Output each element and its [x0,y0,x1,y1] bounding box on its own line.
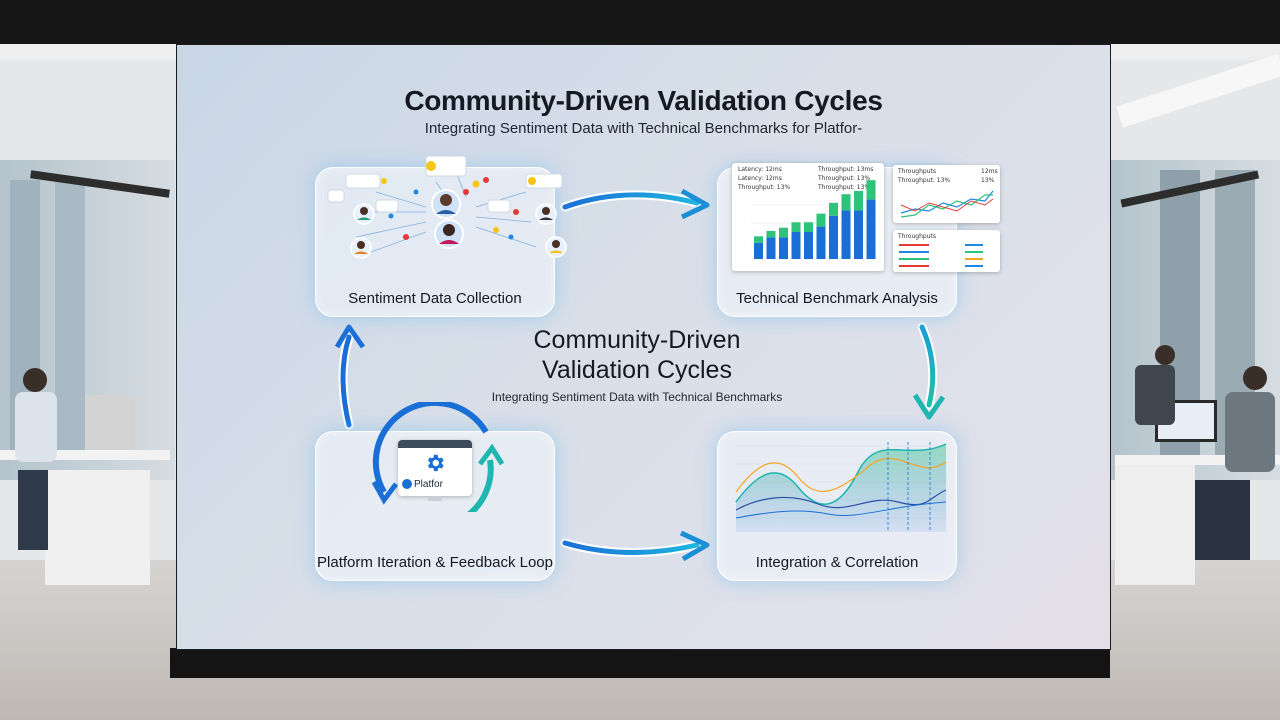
gear-icon [427,454,444,472]
bar-blue [804,232,813,259]
platform-stand [428,496,442,501]
bar-green [779,227,788,238]
benchmark-legend-rows [899,244,983,267]
benchmark-bar-panel: Latency: 12ms Latency: 12ms Throughput: … [732,163,884,271]
bar-blue [779,237,788,259]
bar-green [754,236,763,243]
arrow-right-icon [560,530,710,562]
metric-label: Latency: 12ms [738,175,782,182]
bar-green [816,213,826,227]
arrow-down-icon [912,322,946,420]
bar-blue [854,210,863,259]
metric-label: 13% [981,177,995,184]
presentation-screen: Community-Driven Validation Cycles Integ… [176,44,1111,650]
page-title: Community-Driven Validation Cycles [404,85,883,116]
bar-green [791,222,801,232]
bar-green [804,222,813,232]
benchmark-line-chart [900,190,994,218]
bar-blue [841,210,851,259]
bar-blue [766,237,776,259]
arrow-right-icon [560,188,710,220]
bar-blue [816,226,826,259]
stage-label: Platform Iteration & Feedback Loop [317,554,553,571]
bar-green [854,190,863,211]
metric-label: Throughput: 13% [818,184,871,191]
metric-label: Throughput: 13ms [818,166,874,173]
chat-bubble-icon [327,155,563,213]
bar-blue [791,232,801,259]
stage-label: Integration & Correlation [755,554,919,571]
bar-blue [829,215,838,259]
bar-blue [866,199,876,259]
benchmark-line-panel: Throughputs 12ms Throughput: 13% 13% [893,165,1000,223]
metric-label: 12ms [981,168,998,175]
center-title: Community-Driven Validation Cycles [533,326,741,384]
stage-card-platform: Platfor Platform Iteration & Feedback Lo… [315,402,555,581]
platform-logo-icon [402,479,412,489]
metric-label: Latency: 12ms [738,166,782,173]
cycle-arrow-icon [371,402,505,512]
metric-label: Throughput: 13% [738,184,791,191]
flow-arrows [334,188,946,562]
integration-line-chart [735,442,947,532]
page-subtitle: Integrating Sentiment Data with Technica… [424,120,863,137]
benchmark-bar-chart [750,180,878,260]
bar-green [829,202,838,216]
stage-label: Sentiment Data Collection [348,290,522,307]
arrow-up-icon [334,324,366,430]
platform-label: Platfor [414,479,443,490]
benchmark-legend-panel: Throughputs [893,230,1000,272]
metric-label: Throughput: 13% [818,175,871,182]
metric-label: Throughputs [898,233,936,240]
center-subtitle: Integrating Sentiment Data with Technica… [491,390,783,404]
bar-green [866,180,876,200]
metric-label: Throughputs [898,168,936,175]
bar-green [841,194,851,211]
bar-green [766,230,776,238]
monitor-bottom-bezel [170,648,1110,678]
stage-label: Technical Benchmark Analysis [736,290,938,307]
platform-window: Platfor [398,440,472,496]
stage-card-integration: Integration & Correlation [717,431,957,581]
stage-card-sentiment: Sentiment Data Collection [315,155,567,317]
monitor-top-bezel [0,0,1280,44]
sentiment-network-art [327,155,567,259]
metric-label: Throughput: 13% [898,177,951,184]
bar-blue [754,242,763,259]
